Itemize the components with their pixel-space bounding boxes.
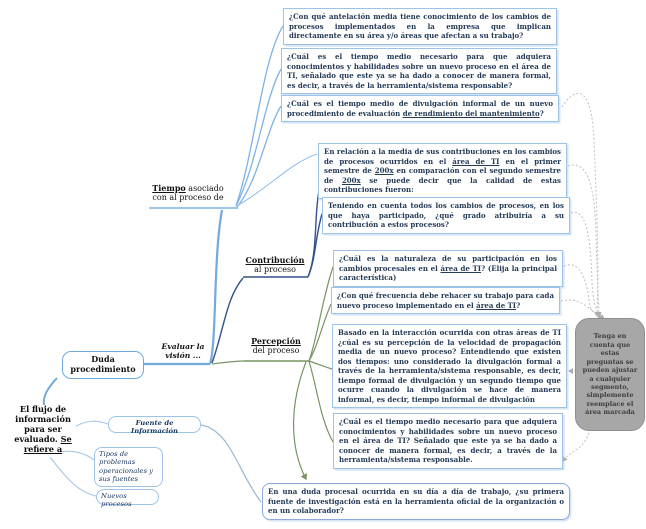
question-box-tiempo-adquirir-conocimiento[interactable]: ¿Cuál es el tiempo medio necesario para … xyxy=(281,48,557,95)
branch-keyword: Tiempo xyxy=(152,183,186,193)
question-text: ? xyxy=(539,108,544,118)
question-text: ¿Con qué antelación media tiene conocimi… xyxy=(289,12,551,41)
question-text: ¿Con qué frecuencia debe rehacer su trab… xyxy=(337,291,554,310)
source-label: Tipos de problemas operacionales y sus f… xyxy=(99,450,153,484)
branch-line2: con al proceso de xyxy=(152,193,224,203)
percepcion-branch-lines xyxy=(211,266,334,481)
heading-text-underlined: Se refiere a xyxy=(23,434,72,454)
branch-text: Evaluar la visión ... xyxy=(161,342,205,360)
note-link-lines xyxy=(560,92,605,462)
flujo-informacion-heading[interactable]: El flujo de información para ser evaluad… xyxy=(10,404,76,454)
question-text: ¿Cuál es el tiempo medio necesario para … xyxy=(287,52,551,90)
flujo-branch-lines xyxy=(49,420,262,503)
question-text: ? (Elija la principal característica) xyxy=(339,263,557,283)
branch-keyword: Contribución xyxy=(245,255,305,265)
question-text-underlined: área de TI xyxy=(476,300,517,310)
root-node-label: Duda procedimiento xyxy=(70,354,136,374)
source-node-fuente-informacion[interactable]: Fuente de Información xyxy=(108,416,201,436)
question-box-frecuencia-rehacer[interactable]: ¿Con qué frecuencia debe rehacer su trab… xyxy=(331,287,560,315)
question-text-underlined: 200x xyxy=(341,175,361,185)
question-text: En una duda procesal ocurrida en su día … xyxy=(268,487,564,516)
question-box-media-contribuciones[interactable]: En relación a la media de sus contribuci… xyxy=(318,143,567,199)
root-trunk-lines xyxy=(42,362,210,406)
question-box-grado-contribucion[interactable]: Teniendo en cuenta todos los cambios de … xyxy=(322,197,570,234)
source-label: Fuente de Información xyxy=(131,419,178,436)
question-box-primera-fuente[interactable]: En una duda procesal ocurrida en su día … xyxy=(262,483,570,520)
question-text-underlined: área de TI xyxy=(452,156,500,166)
contribucion-branch-lines xyxy=(211,190,323,364)
branch-line2: del proceso xyxy=(252,346,300,356)
question-box-tiempo-medio-adquirir[interactable]: ¿Cuál es el tiempo medio necesario para … xyxy=(333,413,563,469)
source-label: Nuevos procesos xyxy=(101,492,132,509)
root-node-duda-procedimiento[interactable]: Duda procedimiento xyxy=(62,351,144,379)
tiempo-branch-lines xyxy=(149,25,318,365)
note-text: Tenga en cuenta que estas preguntas se p… xyxy=(582,332,638,417)
question-box-antelacion-cambios[interactable]: ¿Con qué antelación media tiene conocimi… xyxy=(283,8,557,45)
question-text-underlined: de rendimiento del mantenimiento xyxy=(402,108,540,118)
question-text: en comparación con el segundo semestre d… xyxy=(324,166,561,185)
heading-text: El flujo de información para ser evaluad… xyxy=(14,404,71,444)
question-text: en el primer semestre de xyxy=(324,156,561,176)
question-box-velocidad-propagacion[interactable]: Basado en la interacción ocurrida con ot… xyxy=(332,324,567,409)
branch-keyword: Percepción xyxy=(251,336,301,346)
question-text: ? xyxy=(516,300,521,310)
branch-label-contribucion[interactable]: Contribución al proceso xyxy=(240,255,310,275)
branch-label-percepcion[interactable]: Percepción del proceso xyxy=(242,336,310,356)
question-text-underlined: 200x xyxy=(374,166,394,176)
source-node-nuevos-procesos[interactable]: Nuevos procesos xyxy=(96,489,159,509)
branch-line2: al proceso xyxy=(254,265,296,275)
note-callout[interactable]: Tenga en cuenta que estas preguntas se p… xyxy=(575,318,645,431)
question-text: ¿Cuál es la naturaleza de su participaci… xyxy=(339,254,557,273)
question-text: ¿Cuál es el tiempo medio necesario para … xyxy=(339,417,557,465)
branch-rest: asociado xyxy=(185,184,224,193)
question-text: Teniendo en cuenta todos los cambios de … xyxy=(328,201,564,230)
source-node-tipos-problemas[interactable]: Tipos de problemas operacionales y sus f… xyxy=(94,447,163,487)
branch-label-tiempo[interactable]: Tiempo asociado con al proceso de xyxy=(138,183,238,203)
question-text-underlined: área de TI xyxy=(440,263,482,273)
question-text: Basado en la interacción ocurrida con ot… xyxy=(338,328,561,404)
branch-label-evaluar-vision[interactable]: Evaluar la visión ... xyxy=(156,342,210,361)
question-text: ¿Cuál es el tiempo medio de divulgación … xyxy=(287,99,553,118)
question-text: se puede decir que la calidad de estas c… xyxy=(324,175,561,195)
question-box-naturaleza-participacion[interactable]: ¿Cuál es la naturaleza de su participaci… xyxy=(333,250,563,287)
question-box-divulgacion-informal[interactable]: ¿Cuál es el tiempo medio de divulgación … xyxy=(281,95,559,123)
question-text: En relación a la media de sus contribuci… xyxy=(324,147,561,166)
